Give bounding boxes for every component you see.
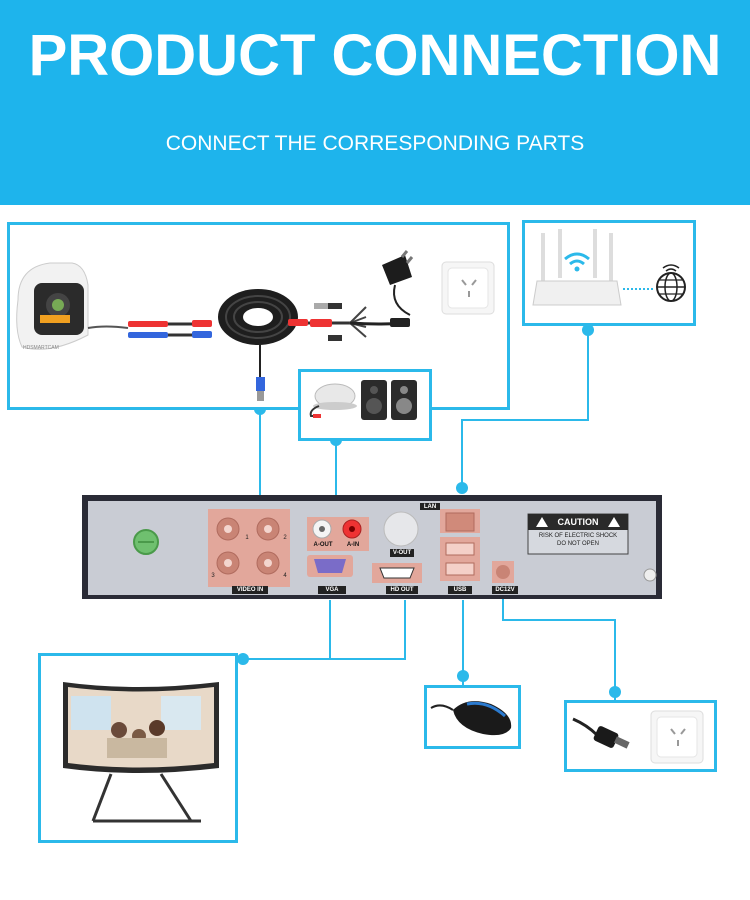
vga-label: VGA [325, 587, 339, 593]
bnc-number-3: 3 [211, 573, 215, 579]
mouse-box [424, 685, 521, 749]
page-subtitle: CONNECT THE CORRESPONDING PARTS [165, 132, 585, 155]
camera-kit-illustration: HDSMARTCAM [16, 250, 495, 401]
caution-line-2: DO NOT OPEN [557, 541, 599, 547]
power-adapter-icon [382, 250, 414, 316]
monitor-box [38, 653, 238, 843]
mouse-icon [430, 701, 512, 736]
header-banner: PRODUCT CONNECTION CONNECT THE CORRESPON… [0, 0, 750, 205]
hdmi-label: HD OUT [390, 587, 414, 593]
speakers-icon [361, 380, 417, 420]
svg-text:HDSMARTCAM: HDSMARTCAM [23, 345, 59, 351]
bnc-number-2: 2 [283, 535, 287, 541]
dome-camera-icon: HDSMARTCAM [16, 262, 89, 351]
wall-socket-icon [441, 261, 495, 315]
a-in-label: A-IN [346, 542, 360, 548]
wifi-router-icon [532, 229, 622, 306]
microphone-icon [309, 383, 357, 418]
network-box [522, 220, 696, 326]
video-in-label: VIDEO IN [236, 587, 264, 593]
caution-line-1: RISK OF ELECTRIC SHOCK [538, 533, 618, 539]
camera-connection-box: HDSMARTCAM [7, 222, 510, 410]
lan-label: LAN [423, 504, 437, 510]
caution-title: CAUTION [557, 517, 599, 527]
v-out-label: V-OUT [392, 550, 412, 556]
audio-box [298, 369, 432, 441]
bnc-cable-coil-icon [218, 289, 298, 345]
dc12v-label: DC12V [495, 587, 515, 593]
wall-socket-icon [650, 710, 704, 764]
a-out-label: A-OUT [313, 542, 333, 548]
usb-label: USB [453, 587, 467, 593]
monitor-icon [63, 682, 219, 823]
page-title: PRODUCT CONNECTION [28, 23, 722, 88]
power-box [564, 700, 717, 772]
bnc-number-1: 1 [245, 535, 249, 541]
bnc-number-4: 4 [283, 573, 287, 579]
dc-power-cable-icon [572, 717, 630, 749]
dvr-back-panel: 1 2 3 4 VIDEO IN A-OUT A-IN V-OUT VGA HD… [82, 495, 662, 599]
globe-icon [656, 264, 686, 302]
